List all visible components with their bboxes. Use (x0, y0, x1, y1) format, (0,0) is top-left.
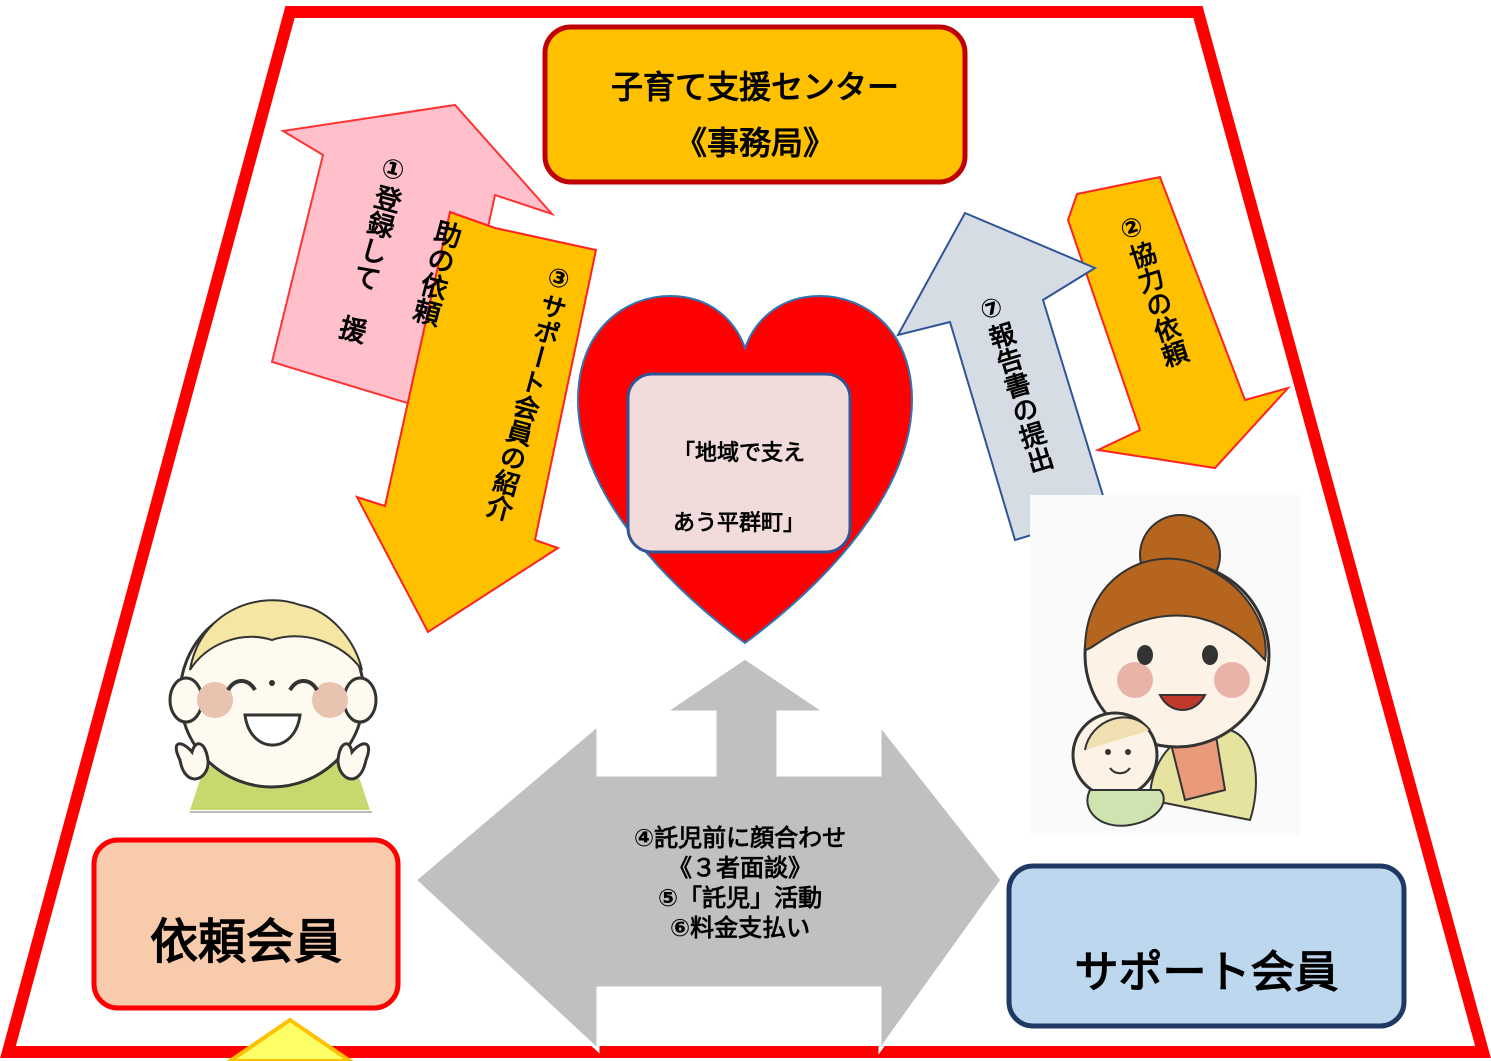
baby-illustration (168, 599, 378, 813)
heart-text-line2: あう平群町」 (672, 511, 805, 536)
gray-double-arrow (412, 656, 1004, 1055)
activity-line3: ⑤「託児」活動 (657, 884, 823, 912)
yellow-arrow-tip (226, 1017, 354, 1061)
activity-line2: 《３者面談》 (668, 854, 812, 882)
activity-line4: ⑥料金支払い (669, 914, 811, 942)
mother-baby-illustration (1030, 495, 1300, 835)
requester-member-label: 依頼会員 (149, 914, 342, 970)
heart-message-box (626, 372, 852, 554)
center-title-line1: 子育て支援センター (610, 68, 899, 106)
requester-box (91, 837, 401, 1011)
orange-arrow-cooperation (1066, 175, 1292, 470)
supporter-member-label: サポート会員 (1074, 947, 1339, 998)
heart-shape (576, 294, 914, 645)
orange-arrow-introduction (354, 210, 598, 634)
center-title-line2: 《事務局》 (674, 124, 835, 162)
center-box (542, 24, 968, 185)
supporter-box (1006, 863, 1407, 1029)
heart-text-line1: 「地域で支え (672, 441, 805, 466)
activity-line1: ④託児前に顔合わせ (633, 824, 847, 852)
